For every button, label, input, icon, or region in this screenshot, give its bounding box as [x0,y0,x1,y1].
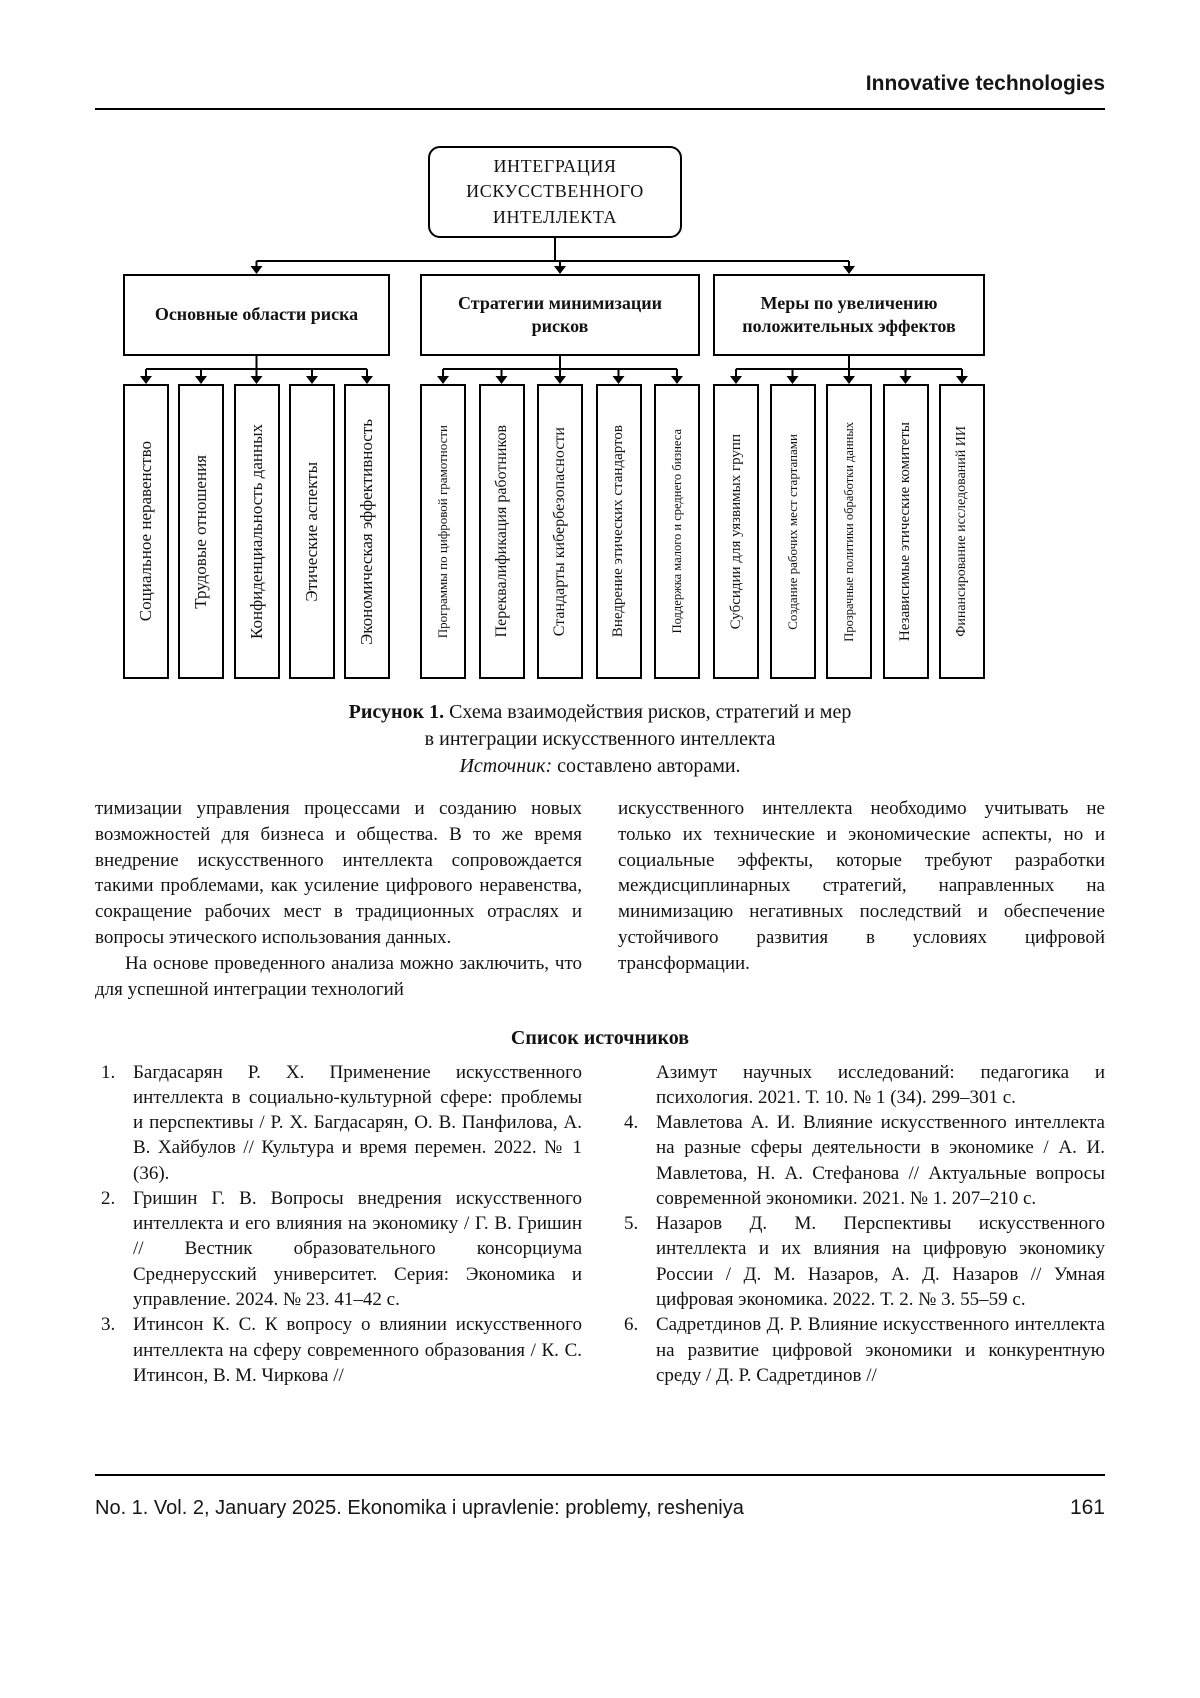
diagram-item-label: Стандарты кибербезопасности [551,426,568,637]
reference-number: 4. [624,1112,639,1134]
diagram-item-box: Поддержка малого и среднего бизнеса [654,384,700,679]
reference-item: 2. Гришин Г. В. Вопросы внедрения искусс… [95,1186,582,1312]
diagram-item-label: Конфиденциальность данных [246,424,266,639]
diagram-item-box: Прозрачные политики обработки данных [826,384,872,679]
body-paragraph: На основе проведенного анализа можно зак… [95,952,582,1000]
reference-number: 6. [624,1314,639,1336]
journal-info: No. 1. Vol. 2, January 2025. Ekonomika i… [95,1497,744,1519]
figure-label: Рисунок 1. [348,701,445,723]
diagram-item-label: Финансирование исследований ИИ [954,426,969,637]
reference-item: 6. Садретдинов Д. Р. Влияние искусственн… [618,1312,1105,1388]
reference-item: 4. Мавлетова А. И. Влияние искусственног… [618,1110,1105,1211]
diagram-item-box: Создание рабочих мест стартапами [769,384,816,679]
page-footer: No. 1. Vol. 2, January 2025. Ekonomika i… [95,1496,1105,1520]
diagram-item-label: Трудовые отношения [191,454,211,609]
references-column-left: 1. Багдасарян Р. Х. Применение искусстве… [95,1060,582,1388]
diagram-item-label: Этические аспекты [301,461,321,602]
footer-divider [95,1474,1105,1476]
category-label: Основные области риска [154,304,359,325]
category-box-strategies: Стратегии минимизации рисков [420,274,700,356]
section-title: Innovative technologies [865,72,1105,95]
diagram-item-box: Экономическая эффективность [344,384,390,679]
reference-item-continuation: Азимут научных исследований: педагогика … [618,1060,1105,1111]
reference-number: 5. [624,1213,639,1235]
running-head: Innovative technologies [95,0,1105,96]
reference-number: 3. [101,1314,116,1336]
diagram-root-label: ИНТЕГРАЦИЯ ИСКУССТВЕННОГО ИНТЕЛЛЕКТА [466,156,644,227]
diagram-item-box: Внедрение этических стандартов [595,384,642,679]
diagram-connectors [140,238,968,384]
diagram-item-label: Прозрачные политики обработки данных [841,421,856,642]
reference-text: Мавлетова А. И. Влияние искусственного и… [656,1112,1105,1209]
body-column-left: тимизации управления процессами и создан… [95,796,582,1003]
reference-text: Багдасарян Р. Х. Применение искусственно… [133,1061,582,1184]
reference-number: 1. [101,1061,116,1083]
diagram-item-box: Стандарты кибербезопасности [537,384,583,679]
body-text: тимизации управления процессами и создан… [95,796,1105,1003]
reference-item: 3. Итинсон К. С. К вопросу о влиянии иск… [95,1312,582,1388]
risk-items-row: Социальное неравенство Трудовые отношени… [123,384,390,679]
source-label: Источник: [459,755,553,777]
diagram-item-box: Этические аспекты [288,384,335,679]
diagram-item-box: Субсидии для уязвимых групп [713,384,759,679]
caption-title-part1: Схема взаимодействия рисков, стратегий и… [449,701,852,723]
diagram-item-label: Внедрение этических стандартов [610,425,626,638]
header-divider [95,108,1105,110]
diagram-item-label: Поддержка малого и среднего бизнеса [669,429,684,634]
diagram-item-box: Трудовые отношения [178,384,225,679]
category-label: Стратегии минимизации рисков [458,292,662,336]
reference-item: 5. Назаров Д. М. Перспективы искусственн… [618,1211,1105,1312]
caption-line-1: Рисунок 1. Схема взаимодействия рисков, … [95,699,1105,726]
body-paragraph: искусственного интеллекта необходимо учи… [618,798,1105,974]
reference-item: 1. Багдасарян Р. Х. Применение искусстве… [95,1060,582,1186]
category-box-measures: Меры по увеличению положительных эффекто… [713,274,985,356]
caption-title-part2: в интеграции искусственного интеллекта [424,728,776,750]
diagram-item-label: Программы по цифровой грамотности [435,424,450,639]
caption-line-2: в интеграции искусственного интеллекта [95,726,1105,753]
reference-text: Азимут научных исследований: педагогика … [656,1061,1105,1108]
measure-items-row: Субсидии для уязвимых групп Создание раб… [713,384,985,679]
caption-source-line: Источник: составлено авторами. [95,753,1105,780]
figure-1-diagram: ИНТЕГРАЦИЯ ИСКУССТВЕННОГО ИНТЕЛЛЕКТА Осн… [95,138,1105,683]
category-label: Меры по увеличению положительных эффекто… [742,292,956,336]
reference-text: Садретдинов Д. Р. Влияние искусственного… [656,1314,1105,1386]
body-column-right: искусственного интеллекта необходимо учи… [618,796,1105,1003]
diagram-item-box: Социальное неравенство [123,384,169,679]
diagram-item-label: Независимые этические комитеты [897,421,913,642]
figure-caption: Рисунок 1. Схема взаимодействия рисков, … [95,699,1105,780]
body-paragraph: тимизации управления процессами и создан… [95,798,582,949]
references-list: 1. Багдасарян Р. Х. Применение искусстве… [95,1060,1105,1388]
diagram-item-box: Независимые этические комитеты [882,384,929,679]
reference-text: Итинсон К. С. К вопросу о влиянии искусс… [133,1314,582,1386]
reference-number: 2. [101,1187,116,1209]
diagram-item-box: Финансирование исследований ИИ [939,384,985,679]
diagram-item-label: Переквалификация работников [492,425,510,638]
diagram-item-box: Переквалификация работников [478,384,525,679]
diagram-item-label: Социальное неравенство [136,441,155,622]
diagram-item-label: Субсидии для уязвимых групп [727,433,744,630]
references-heading: Список источников [510,1026,690,1049]
diagram-item-label: Создание рабочих мест стартапами [784,433,800,630]
reference-text: Гришин Г. В. Вопросы внедрения искусстве… [133,1187,582,1311]
strategy-items-row: Программы по цифровой грамотности Перекв… [420,384,700,679]
diagram-root-box: ИНТЕГРАЦИЯ ИСКУССТВЕННОГО ИНТЕЛЛЕКТА [428,146,682,238]
diagram-item-label: Экономическая эффективность [357,418,376,645]
diagram-item-box: Программы по цифровой грамотности [420,384,466,679]
page-number: 161 [1069,1496,1105,1519]
category-box-risks: Основные области риска [123,274,390,356]
reference-text: Назаров Д. М. Перспективы искусственного… [656,1213,1105,1311]
diagram-item-box: Конфиденциальность данных [233,384,280,679]
references-column-right: Азимут научных исследований: педагогика … [618,1060,1105,1388]
source-text: составлено авторами. [557,755,741,777]
